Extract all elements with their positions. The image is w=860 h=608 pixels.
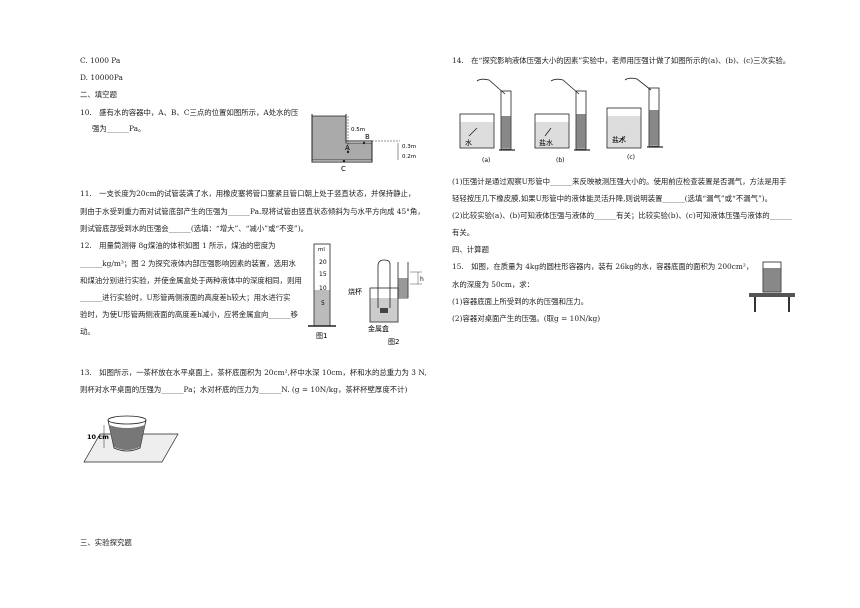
dim-05: 0.5m (351, 127, 365, 133)
container-wall (311, 114, 373, 163)
setup-a: 水 (a) (459, 78, 515, 164)
caption-b: (b) (556, 157, 565, 164)
label-metal-box: 金属盒 (368, 324, 389, 333)
metal-box (380, 308, 388, 313)
q10-line1: 10. 盛有水的容器中，A、B、C三点的位置如图所示，A处水的压 (80, 108, 299, 117)
oil-liquid (314, 290, 330, 326)
svg-text:15: 15 (319, 271, 327, 278)
label-brine-b: 盐水 (539, 138, 553, 147)
tea-water (109, 425, 145, 450)
option-c: C. 1000 Pa (80, 56, 121, 65)
q13-line2: 则杯对水平桌面的压强为______Pa；水对杯底的压力为______N. (g … (80, 385, 408, 394)
svg-text:10: 10 (319, 285, 327, 292)
setup-c: 盐水 (c) (606, 77, 663, 161)
q14-p1-line1: (1)压强计是通过观察U形管中______来反映被测压强大小的。使用前应检查装置… (452, 177, 787, 186)
q15-line4: (2)容器对桌面产生的压强。(取g = 10N/kg) (452, 314, 601, 323)
svg-text:5: 5 (321, 300, 325, 307)
svg-text:ml: ml (318, 247, 325, 253)
figure-q14: 水 (a) 盐水 (b) 盐水 (c) (455, 76, 665, 170)
figure-q12-pressure-gauge: h 烧杯 金属盒 图2 (348, 258, 428, 350)
q15-line2: 水的深度为 50cm，求： (452, 280, 535, 289)
q14-stem: 14. 在“探究影响液体压强大小的因素”实验中，老师用压强计做了如图所示的(a)… (452, 56, 791, 65)
setup-b: 盐水 (b) (534, 78, 590, 164)
q12-line2: ______kg/m³；图 2 为探究液体内部压强影响因素的装置，选用水 (80, 259, 296, 268)
section-experiment: 三、实验探究题 (80, 538, 132, 547)
label-c: C (341, 165, 346, 173)
q12-line6: 动。 (80, 327, 95, 336)
label-water: 水 (465, 138, 472, 147)
q11-line1: 11. 一支长度为20cm的试管装满了水，用橡皮塞将管口塞紧且管口朝上处于竖直状… (80, 189, 416, 198)
water-column (763, 268, 781, 292)
q12-line5: 验时，为使U形管两侧液面的高度差h减小，应将金属盒向______移 (80, 310, 298, 319)
caption-fig2: 图2 (388, 338, 399, 346)
q14-p1-line2: 轻轻按压几下橡皮膜,如果U形管中的液体能灵活升降,则说明装置______(选填“… (452, 194, 773, 203)
figure-q15-container (745, 258, 797, 318)
point-a (346, 150, 350, 154)
label-beaker: 烧杯 (348, 287, 362, 296)
option-d: D. 10000Pa (80, 73, 123, 82)
q11-line2: 则由于水受到重力而对试管底部产生的压强为______Pa.现将试管由竖直状态倾斜… (80, 207, 425, 216)
dim-02: 0.2m (402, 154, 416, 160)
q14-p2-line2: 有关。 (452, 228, 475, 237)
caption-fig1: 图1 (316, 332, 327, 340)
label-b: B (365, 133, 370, 141)
caption-a: (a) (482, 157, 490, 164)
q13-line1: 13. 如图所示，一茶杯放在水平桌面上，茶杯底面积为 20cm²,杯中水深 10… (80, 368, 427, 377)
figure-q13-cup: 10 cm (82, 410, 180, 470)
point-b (362, 141, 366, 145)
container-water (311, 115, 373, 161)
section-calculation: 四、计算题 (452, 245, 489, 254)
q15-line3: (1)容器底面上所受到的水的压强和压力。 (452, 297, 589, 306)
q12-line4: ______进行实验时，U形管两侧液面的高度差h较大；用水进行实 (80, 293, 291, 302)
q15-line1: 15. 如图，在质量为 4kg的圆柱形容器内，装有 26kg的水，容器底面的面积… (452, 262, 754, 271)
label-brine-c: 盐水 (612, 135, 626, 144)
q10-line2: 强为______Pa。 (92, 124, 146, 133)
q11-line3: 则试管底部受到水的压强会______(选填：“增大”、“减小”或“不变”)。 (80, 224, 308, 233)
caption-c: (c) (627, 154, 635, 161)
label-a: A (345, 144, 350, 152)
svg-text:20: 20 (319, 259, 327, 266)
svg-text:h: h (420, 276, 424, 283)
point-c (342, 159, 346, 163)
table-top (749, 293, 795, 297)
figure-q10: A B C 0.5m 0.3m 0.2m (308, 112, 418, 178)
dim-03: 0.3m (402, 144, 416, 150)
q12-line1: 12. 用量筒测得 8g煤油的体积如图 1 所示，煤油的密度为 (80, 241, 276, 250)
figure-q12-cylinder: ml 20 15 10 5 图1 (302, 242, 344, 346)
section-fill-in: 二、填空题 (80, 90, 117, 99)
q14-p2-line1: (2)比较实验(a)、(b)可知液体压强与液体的______有关；比较实验(b)… (452, 211, 792, 220)
q12-line3: 和煤油分别进行实验，并使金属盒处于两种液体中的深度相同，则用 (80, 276, 302, 285)
label-depth: 10 cm (87, 433, 109, 441)
